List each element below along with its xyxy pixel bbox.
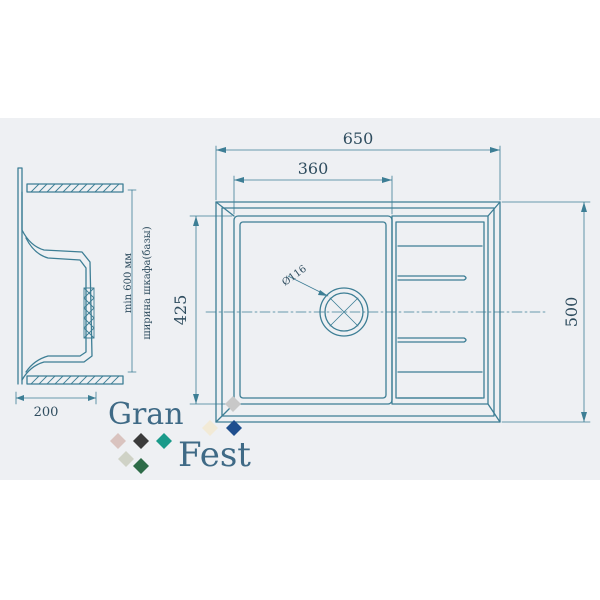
countertop-bottom-hatch xyxy=(26,375,124,385)
countertop-top-hatch xyxy=(26,183,124,193)
swatch-diamond xyxy=(110,433,126,449)
swatch-diamond xyxy=(133,433,149,449)
dimension-side-depth: 200 xyxy=(34,405,59,420)
logo-text-fest: Fest xyxy=(178,435,251,475)
side-view xyxy=(15,167,137,405)
dimension-overall-width: 650 xyxy=(343,129,374,148)
swatch-diamond xyxy=(118,451,134,467)
drain-crosshatch xyxy=(83,287,95,339)
swatch-diamond xyxy=(133,458,149,474)
colored-diamond-swatches-icon xyxy=(110,396,242,474)
swatch-diamond xyxy=(202,420,218,436)
swatch-diamond xyxy=(225,396,241,412)
drain-symbol xyxy=(319,287,369,337)
granfest-logo: Gran Fest xyxy=(108,396,251,475)
cabinet-width-label: ширина шкафа(базы) xyxy=(142,226,153,339)
dimension-bowl-width: 360 xyxy=(298,159,329,178)
logo-text-gran: Gran xyxy=(108,397,184,432)
top-view xyxy=(189,145,591,423)
swatch-diamond xyxy=(156,433,172,449)
dimension-overall-depth: 500 xyxy=(562,297,581,328)
swatch-diamond xyxy=(226,420,242,436)
cabinet-min-label: min 600 мм xyxy=(123,253,134,313)
dimension-bowl-depth: 425 xyxy=(171,295,190,326)
